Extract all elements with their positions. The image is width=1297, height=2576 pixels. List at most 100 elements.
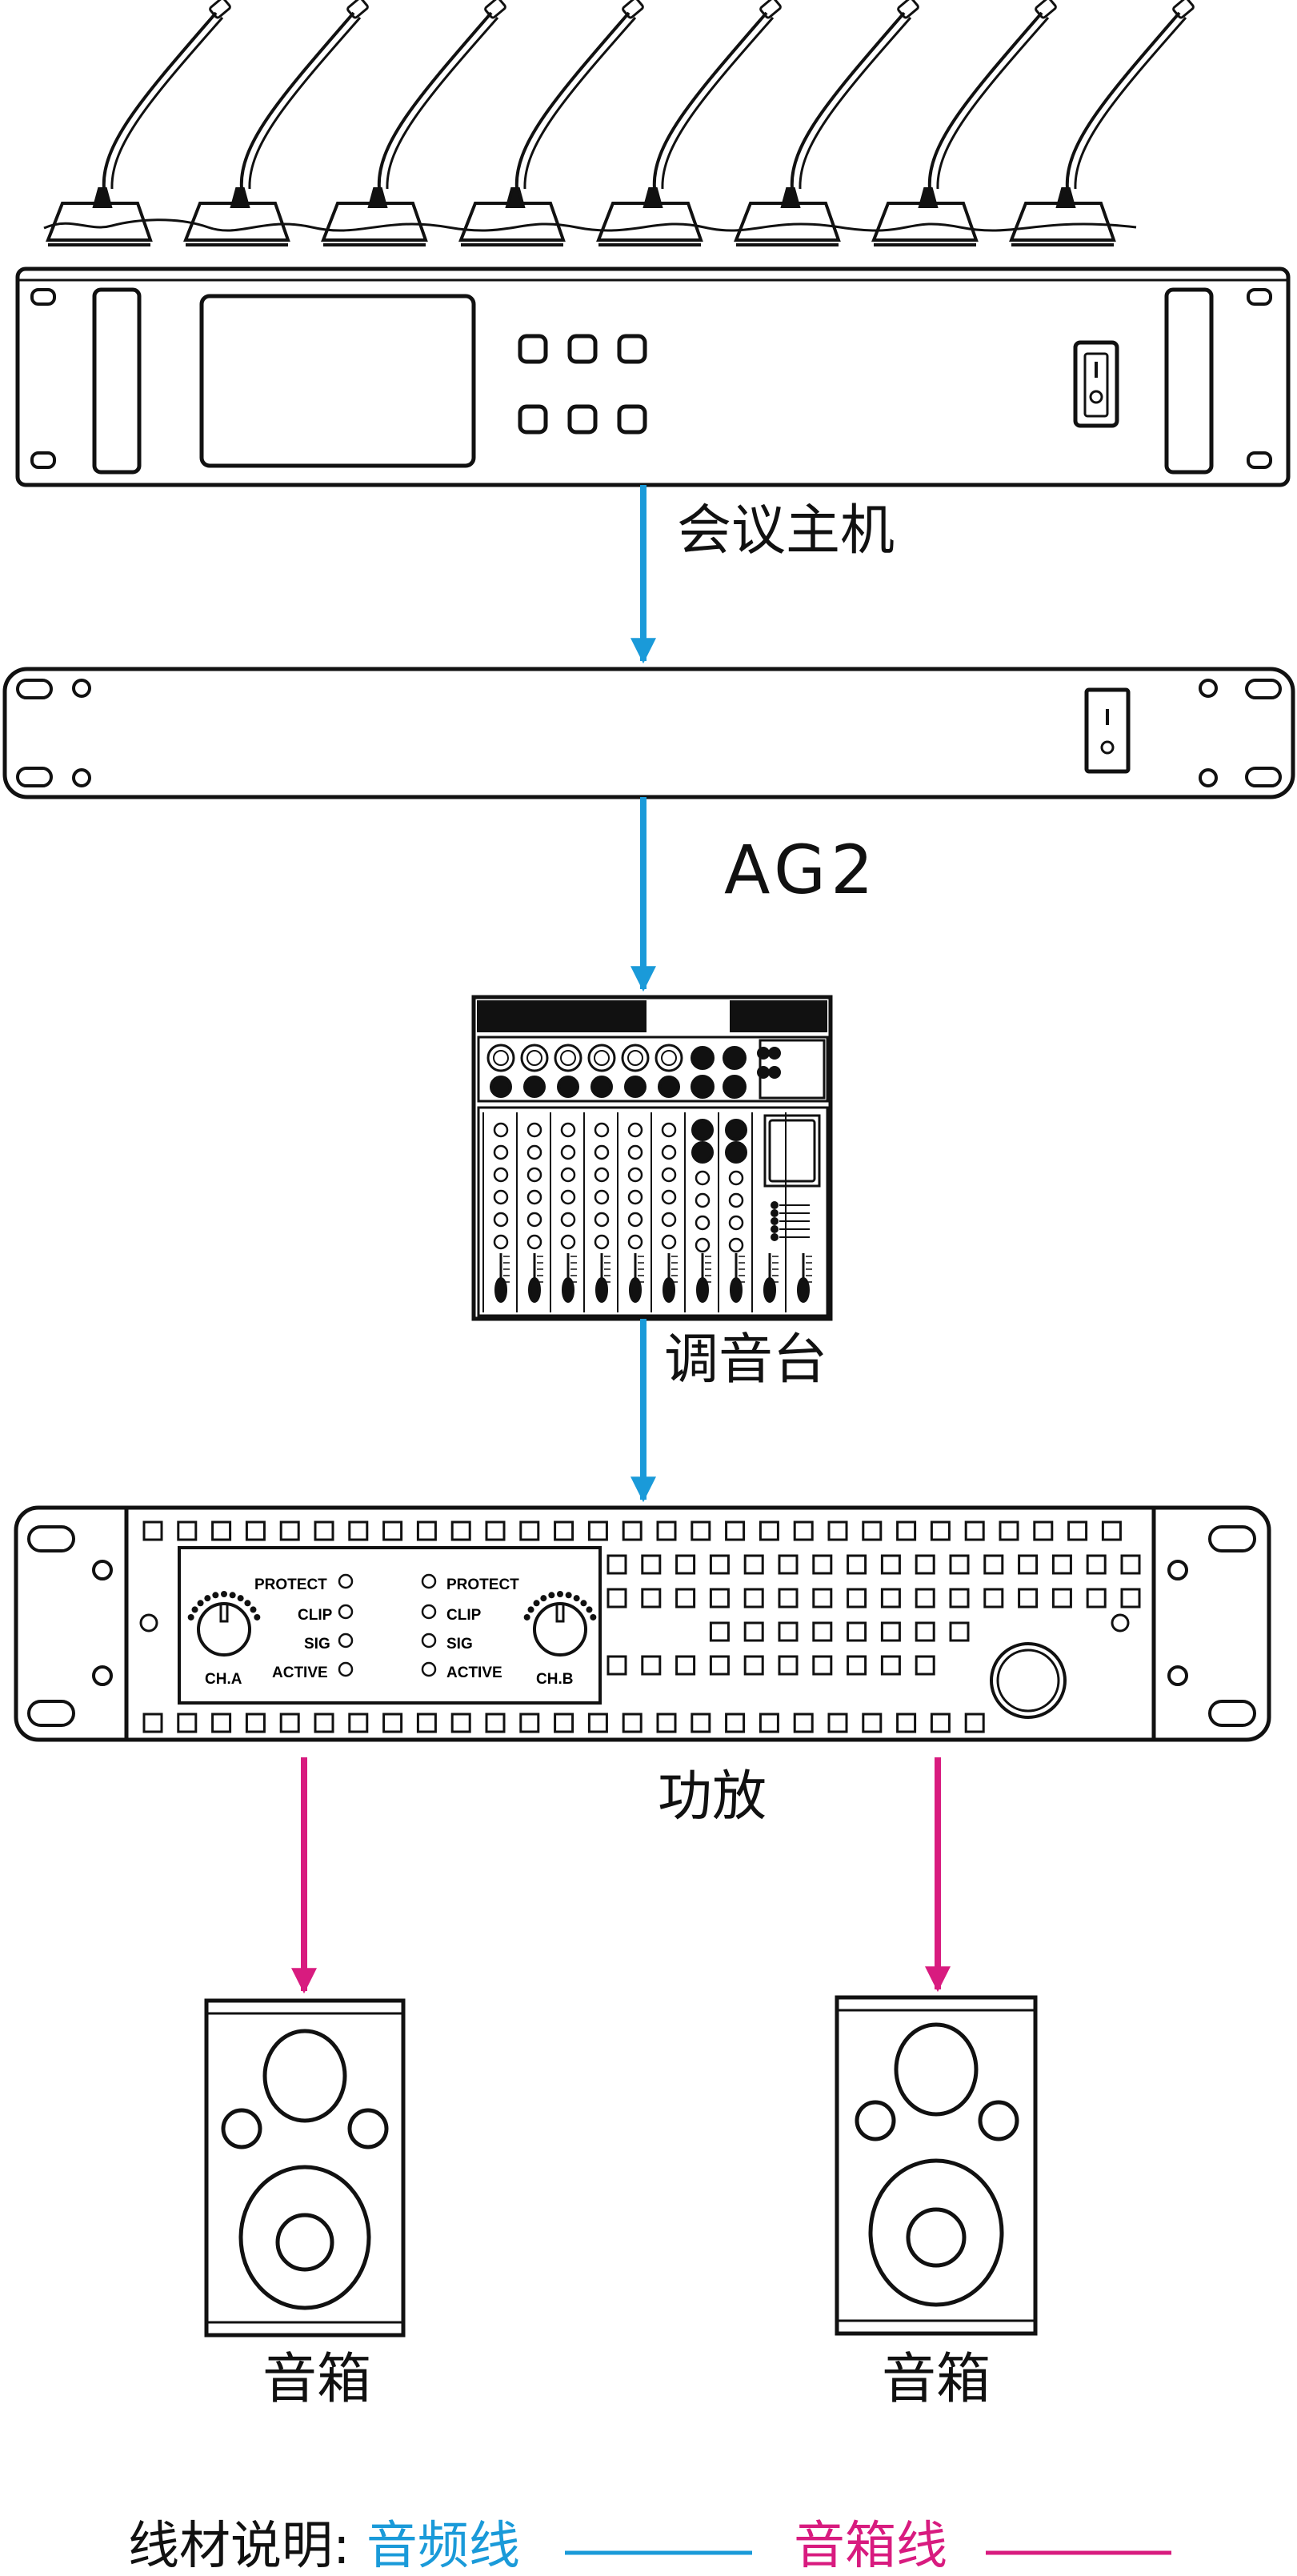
amp-knob-dot: [565, 1592, 572, 1599]
amp-vent: [279, 1520, 300, 1541]
mixer-knob: [526, 1189, 542, 1205]
mixer-xlr-pin: [526, 1050, 542, 1066]
mixer-knob: [627, 1144, 643, 1160]
amp-knob-dot: [573, 1595, 580, 1602]
mixer-xlr-input: [520, 1044, 549, 1072]
microphone-gooseneck: [790, 11, 906, 190]
amp-indicator-a-3: ACTIVE: [272, 1665, 328, 1681]
amp-vent: [743, 1655, 764, 1676]
amp-vent: [949, 1621, 970, 1642]
mixer-knob: [526, 1144, 542, 1160]
amp-vent: [554, 1520, 574, 1541]
microphone-gooseneck-edge: [386, 17, 499, 190]
amp-vent: [725, 1713, 746, 1733]
mixer-meter-led: [771, 1209, 779, 1217]
amp-vent: [709, 1588, 730, 1608]
mixer-xlr-pin: [627, 1050, 643, 1066]
mixer-knob: [594, 1122, 610, 1138]
mixer-knob: [594, 1167, 610, 1183]
legend: 线材说明: 音频线 音箱线: [128, 2521, 947, 2572]
mixer-knob: [493, 1122, 509, 1138]
microphone-gooseneck: [652, 11, 768, 190]
amp-vent: [778, 1621, 799, 1642]
amp-vent: [587, 1520, 608, 1541]
amp-knob-dot: [221, 1591, 227, 1597]
amp-knob-dot: [586, 1606, 593, 1613]
microphone-head: [897, 0, 919, 19]
microphone-head: [1035, 0, 1057, 19]
mixer-fader-cap: [494, 1277, 507, 1303]
mixer-fader-cap: [562, 1277, 574, 1303]
conference-host-label: 会议主机: [677, 499, 895, 563]
mixer-knob: [728, 1192, 744, 1208]
amp-vent: [450, 1520, 471, 1541]
amp-vent: [348, 1520, 369, 1541]
microphone-gooseneck: [239, 11, 355, 190]
amp-led-a: [338, 1604, 354, 1620]
mixer-knob: [627, 1167, 643, 1183]
microphone-gooseneck: [514, 11, 630, 190]
amp-vent: [896, 1520, 917, 1541]
mixer-knob: [728, 1170, 744, 1186]
microphone-6: [734, 0, 919, 246]
microphone-gooseneck-edge: [799, 17, 912, 190]
microphone-gooseneck-edge: [523, 17, 637, 190]
amp-vent: [812, 1621, 833, 1642]
mixer-knob: [627, 1189, 643, 1205]
mixer-fader-cap: [595, 1277, 608, 1303]
microphone-collar: [230, 187, 250, 208]
mixer-xlr-pin: [661, 1050, 677, 1066]
amp-indicator-b-2: SIG: [446, 1636, 473, 1653]
amp-vent: [450, 1713, 471, 1733]
amp-knob-dot: [533, 1600, 540, 1607]
amp-vent: [641, 1554, 662, 1575]
amp-vent: [416, 1713, 437, 1733]
mixer-fader-cap: [663, 1277, 675, 1303]
amp-indicator-b-0: PROTECT: [446, 1576, 519, 1593]
mixer-jack-input: [590, 1076, 613, 1098]
amp-knob-dot: [557, 1591, 563, 1597]
amp-vent: [485, 1520, 506, 1541]
microphone-base: [321, 202, 428, 242]
mixer-knob: [526, 1234, 542, 1250]
amp-vent: [675, 1655, 696, 1676]
amp-knob-dot: [523, 1613, 530, 1621]
amp-led-b: [421, 1604, 437, 1620]
mixer-knob: [493, 1189, 509, 1205]
mixer-xlr-input: [621, 1044, 650, 1072]
amp-vent: [880, 1621, 901, 1642]
mixer-knob: [695, 1192, 711, 1208]
microphone-gooseneck-edge: [1074, 17, 1187, 190]
amplifier-unit: [14, 1505, 1271, 1742]
amp-vent: [1101, 1520, 1122, 1541]
amp-indicator-b-1: CLIP: [446, 1607, 482, 1624]
amp-vent: [915, 1554, 935, 1575]
mixer-knob: [526, 1212, 542, 1228]
microphone-4: [458, 0, 644, 246]
mixer-xlr-input: [486, 1044, 515, 1072]
amp-vent: [847, 1655, 867, 1676]
amp-vent: [1033, 1520, 1054, 1541]
amp-knob-dot: [204, 1595, 211, 1602]
microphone-base: [1009, 202, 1116, 242]
mixer-meter-led: [771, 1217, 779, 1225]
amp-vent: [1086, 1554, 1107, 1575]
amp-vent: [485, 1713, 506, 1733]
amp-knob-dot: [187, 1613, 194, 1621]
amp-vent: [812, 1588, 833, 1608]
amp-vent: [725, 1520, 746, 1541]
mixer-fader-cap: [763, 1277, 776, 1303]
microphone-base: [596, 202, 703, 242]
amp-channel-b-label: CH.B: [536, 1671, 573, 1688]
amp-vent: [142, 1520, 163, 1541]
amp-led-b: [421, 1633, 437, 1649]
amp-vent: [812, 1554, 833, 1575]
mixer-stereo-jack: [723, 1046, 747, 1070]
amp-vent: [709, 1554, 730, 1575]
mixer-fader-cap: [730, 1277, 743, 1303]
amp-knob-dot: [254, 1613, 261, 1621]
amp-vent: [1067, 1520, 1088, 1541]
mixer-xlr-pin: [493, 1050, 509, 1066]
mixer-meter-led: [771, 1225, 779, 1233]
